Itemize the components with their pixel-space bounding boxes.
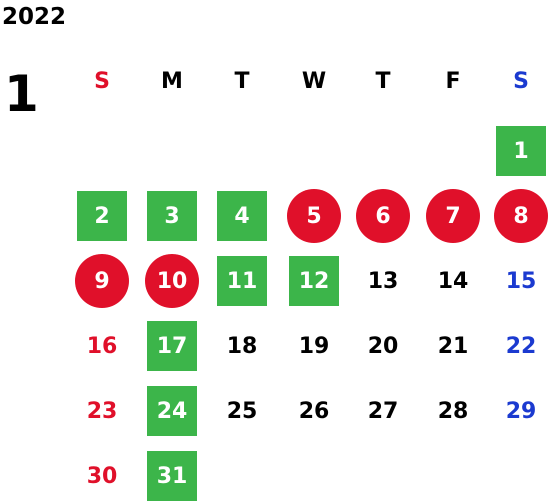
day-cell[interactable]: 1 [496,126,546,176]
day-cell[interactable]: 4 [217,191,267,241]
weekday-thu: T [375,68,391,94]
day-cell[interactable]: 13 [367,268,399,294]
day-cell[interactable]: 26 [298,398,330,424]
day-cell[interactable]: 27 [367,398,399,424]
day-cell[interactable]: 22 [505,333,537,359]
day-cell[interactable]: 21 [437,333,469,359]
day-cell[interactable]: 2 [77,191,127,241]
day-cell[interactable]: 12 [289,256,339,306]
day-cell[interactable]: 7 [426,189,480,243]
day-cell[interactable]: 10 [145,254,199,308]
month-label: 1 [4,65,39,123]
weekday-fri: F [445,68,461,94]
day-cell[interactable]: 3 [147,191,197,241]
day-cell[interactable]: 25 [226,398,258,424]
day-cell[interactable]: 11 [217,256,267,306]
day-cell[interactable]: 20 [367,333,399,359]
weekday-tue: T [234,68,250,94]
day-cell[interactable]: 9 [75,254,129,308]
day-cell[interactable]: 31 [147,451,197,501]
weekday-sun: S [94,68,110,94]
day-cell[interactable]: 18 [226,333,258,359]
day-cell[interactable]: 16 [86,333,118,359]
year-label: 2022 [2,4,67,30]
day-cell[interactable]: 19 [298,333,330,359]
day-cell[interactable]: 30 [86,463,118,489]
day-cell[interactable]: 5 [287,189,341,243]
day-cell[interactable]: 6 [356,189,410,243]
day-cell[interactable]: 8 [494,189,548,243]
day-cell[interactable]: 17 [147,321,197,371]
day-cell[interactable]: 14 [437,268,469,294]
day-cell[interactable]: 15 [505,268,537,294]
day-cell[interactable]: 29 [505,398,537,424]
weekday-wed: W [301,68,327,94]
day-cell[interactable]: 24 [147,386,197,436]
day-cell[interactable]: 28 [437,398,469,424]
weekday-sat: S [513,68,529,94]
weekday-mon: M [161,68,183,94]
day-cell[interactable]: 23 [86,398,118,424]
